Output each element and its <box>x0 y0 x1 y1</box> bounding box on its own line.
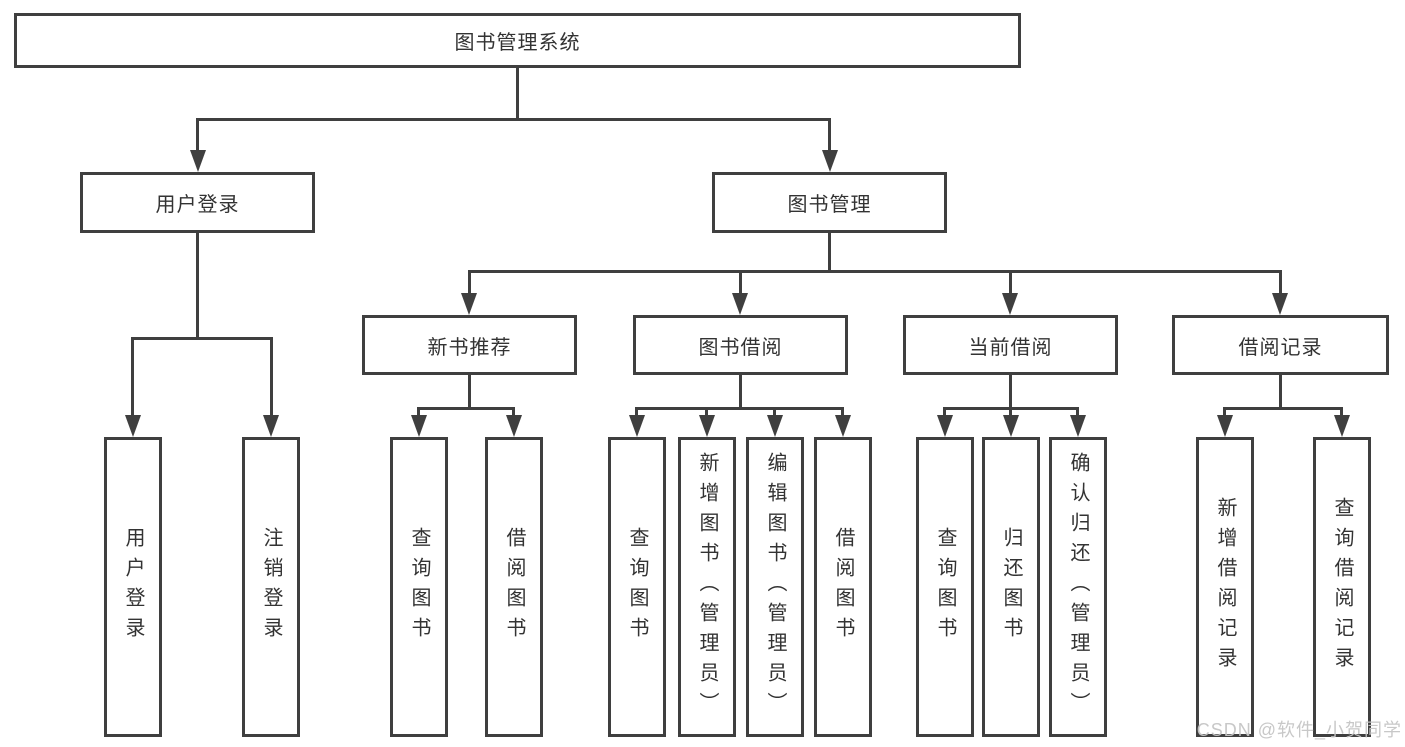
leaf-cb-query-books: 查询图书 <box>916 437 974 737</box>
node-book-mgmt-label: 图书管理 <box>787 194 872 216</box>
leaf-cb-return-books: 归还图书 <box>982 437 1040 737</box>
leaf-cb-confirm-return-label: 确认归还（管理员） <box>1067 452 1089 722</box>
leaf-user-login-label: 用户登录 <box>122 527 144 647</box>
edge-borrow-records-stem <box>1279 375 1282 407</box>
node-root-label: 图书管理系统 <box>454 32 581 54</box>
node-current-borrow-label: 当前借阅 <box>968 336 1053 359</box>
arrowhead-leaf-nb-borrow-icon <box>506 415 522 437</box>
arrowhead-leaf-br-add-icon <box>1217 415 1233 437</box>
leaf-nb-borrow-books-label: 借阅图书 <box>503 527 525 647</box>
edge-to-leaf-br-add <box>1223 407 1226 417</box>
arrowhead-book-mgmt-icon <box>822 150 838 172</box>
edge-to-leaf-bb-query <box>635 407 638 417</box>
leaf-bb-borrow-books: 借阅图书 <box>814 437 872 737</box>
node-book-borrow-label: 图书借阅 <box>698 336 783 359</box>
node-borrow-records: 借阅记录 <box>1172 315 1389 375</box>
edge-to-leaf-logout <box>270 337 273 417</box>
edge-to-leaf-user-login <box>131 337 134 417</box>
leaf-br-query-record-label: 查询借阅记录 <box>1331 497 1353 677</box>
edge-to-borrow-records <box>1279 270 1282 295</box>
edge-to-leaf-bb-borrow <box>841 407 844 417</box>
edge-current-borrow-stem <box>1009 375 1012 407</box>
edge-to-leaf-cb-return <box>1009 407 1012 417</box>
edge-to-current-borrow <box>1009 270 1012 295</box>
arrowhead-current-borrow-icon <box>1002 293 1018 315</box>
leaf-nb-borrow-books: 借阅图书 <box>485 437 543 737</box>
edge-root-stem <box>516 68 519 118</box>
arrowhead-new-books-icon <box>461 293 477 315</box>
arrowhead-leaf-bb-borrow-icon <box>835 415 851 437</box>
leaf-bb-edit-books: 编辑图书（管理员） <box>746 437 804 737</box>
node-user-login-label: 用户登录 <box>155 194 240 216</box>
node-current-borrow: 当前借阅 <box>903 315 1118 375</box>
node-book-mgmt: 图书管理 <box>712 172 947 233</box>
arrowhead-leaf-nb-query-icon <box>411 415 427 437</box>
edge-book-borrow-stem <box>739 375 742 407</box>
leaf-logout: 注销登录 <box>242 437 300 737</box>
leaf-user-login: 用户登录 <box>104 437 162 737</box>
leaf-nb-query-books: 查询图书 <box>390 437 448 737</box>
arrowhead-leaf-cb-confirm-icon <box>1070 415 1086 437</box>
arrowhead-leaf-bb-edit-icon <box>767 415 783 437</box>
leaf-bb-borrow-books-label: 借阅图书 <box>832 527 854 647</box>
edge-to-book-mgmt <box>828 118 831 152</box>
edge-book-borrow-split <box>635 407 844 410</box>
arrowhead-leaf-bb-query-icon <box>629 415 645 437</box>
arrowhead-user-login-icon <box>190 150 206 172</box>
edge-root-split <box>196 118 831 121</box>
leaf-br-add-record: 新增借阅记录 <box>1196 437 1254 737</box>
arrowhead-borrow-records-icon <box>1272 293 1288 315</box>
leaf-bb-add-books: 新增图书（管理员） <box>678 437 736 737</box>
leaf-logout-label: 注销登录 <box>260 527 282 647</box>
leaf-bb-add-books-label: 新增图书（管理员） <box>696 452 718 722</box>
node-user-login: 用户登录 <box>80 172 315 233</box>
csdn-watermark: CSDN @软件_小贺同学 <box>1196 720 1402 740</box>
node-borrow-records-label: 借阅记录 <box>1238 336 1323 359</box>
arrowhead-leaf-user-login-icon <box>125 415 141 437</box>
leaf-cb-return-books-label: 归还图书 <box>1000 527 1022 647</box>
arrowhead-leaf-logout-icon <box>263 415 279 437</box>
edge-to-leaf-cb-confirm <box>1076 407 1079 417</box>
edge-to-leaf-nb-borrow <box>512 407 515 417</box>
leaf-cb-confirm-return: 确认归还（管理员） <box>1049 437 1107 737</box>
node-book-borrow: 图书借阅 <box>633 315 848 375</box>
leaf-nb-query-books-label: 查询图书 <box>408 527 430 647</box>
leaf-cb-query-books-label: 查询图书 <box>934 527 956 647</box>
node-new-books: 新书推荐 <box>362 315 577 375</box>
edge-to-book-borrow <box>739 270 742 295</box>
edge-to-user-login <box>196 118 199 152</box>
edge-to-leaf-bb-edit <box>773 407 776 417</box>
arrowhead-book-borrow-icon <box>732 293 748 315</box>
edge-to-leaf-cb-query <box>943 407 946 417</box>
arrowhead-leaf-cb-return-icon <box>1003 415 1019 437</box>
edge-new-books-stem <box>468 375 471 407</box>
arrowhead-leaf-br-query-icon <box>1334 415 1350 437</box>
edge-new-books-split <box>417 407 515 410</box>
leaf-br-add-record-label: 新增借阅记录 <box>1214 497 1236 677</box>
leaf-bb-query-books-label: 查询图书 <box>626 527 648 647</box>
edge-book-mgmt-stem <box>828 233 831 270</box>
edge-user-login-stem <box>196 233 199 337</box>
edge-to-leaf-nb-query <box>417 407 420 417</box>
node-new-books-label: 新书推荐 <box>427 336 512 359</box>
node-root: 图书管理系统 <box>14 13 1021 68</box>
leaf-br-query-record: 查询借阅记录 <box>1313 437 1371 737</box>
leaf-bb-edit-books-label: 编辑图书（管理员） <box>764 452 786 722</box>
edge-borrow-records-split <box>1223 407 1343 410</box>
arrowhead-leaf-cb-query-icon <box>937 415 953 437</box>
edge-book-mgmt-split <box>468 270 1282 273</box>
edge-to-new-books <box>468 270 471 295</box>
edge-to-leaf-br-query <box>1340 407 1343 417</box>
edge-user-login-split <box>131 337 273 340</box>
leaf-bb-query-books: 查询图书 <box>608 437 666 737</box>
arrowhead-leaf-bb-add-icon <box>699 415 715 437</box>
edge-to-leaf-bb-add <box>705 407 708 417</box>
